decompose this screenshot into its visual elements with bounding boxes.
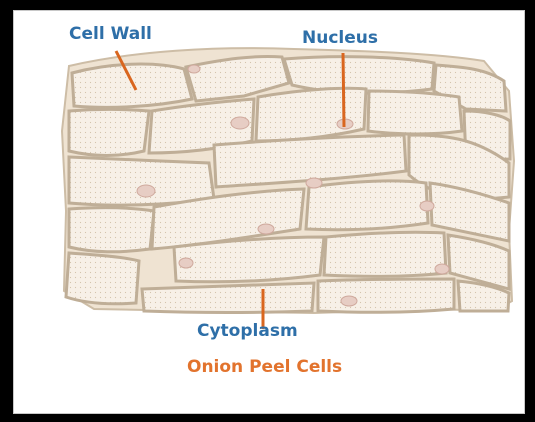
cell — [306, 181, 428, 230]
cell — [324, 232, 446, 276]
nucleus-mark — [258, 224, 274, 234]
nucleus-label: Nucleus — [302, 28, 378, 48]
cytoplasm-label: Cytoplasm — [197, 321, 298, 341]
nucleus-mark — [137, 185, 155, 197]
onion-cells-illustration — [14, 11, 526, 415]
diagram-caption: Onion Peel Cells — [187, 357, 342, 377]
nucleus-mark — [341, 296, 357, 306]
nucleus-mark — [188, 65, 200, 73]
diagram-panel: Cell Wall Nucleus Cytoplasm Onion Peel C… — [13, 10, 525, 414]
cell — [69, 157, 214, 205]
nucleus-mark — [231, 117, 249, 129]
nucleus-pointer — [343, 53, 344, 127]
cell — [368, 91, 462, 134]
cell — [69, 208, 154, 252]
cell — [142, 283, 314, 313]
cell — [174, 237, 324, 282]
cell — [72, 64, 192, 107]
cell — [318, 279, 454, 312]
cell — [69, 110, 149, 156]
nucleus-mark — [420, 201, 434, 211]
cell — [256, 88, 366, 141]
nucleus-mark — [435, 264, 449, 274]
nucleus-mark — [306, 178, 322, 188]
cell — [66, 253, 139, 304]
cell-wall-label: Cell Wall — [69, 24, 152, 44]
nucleus-mark — [179, 258, 193, 268]
